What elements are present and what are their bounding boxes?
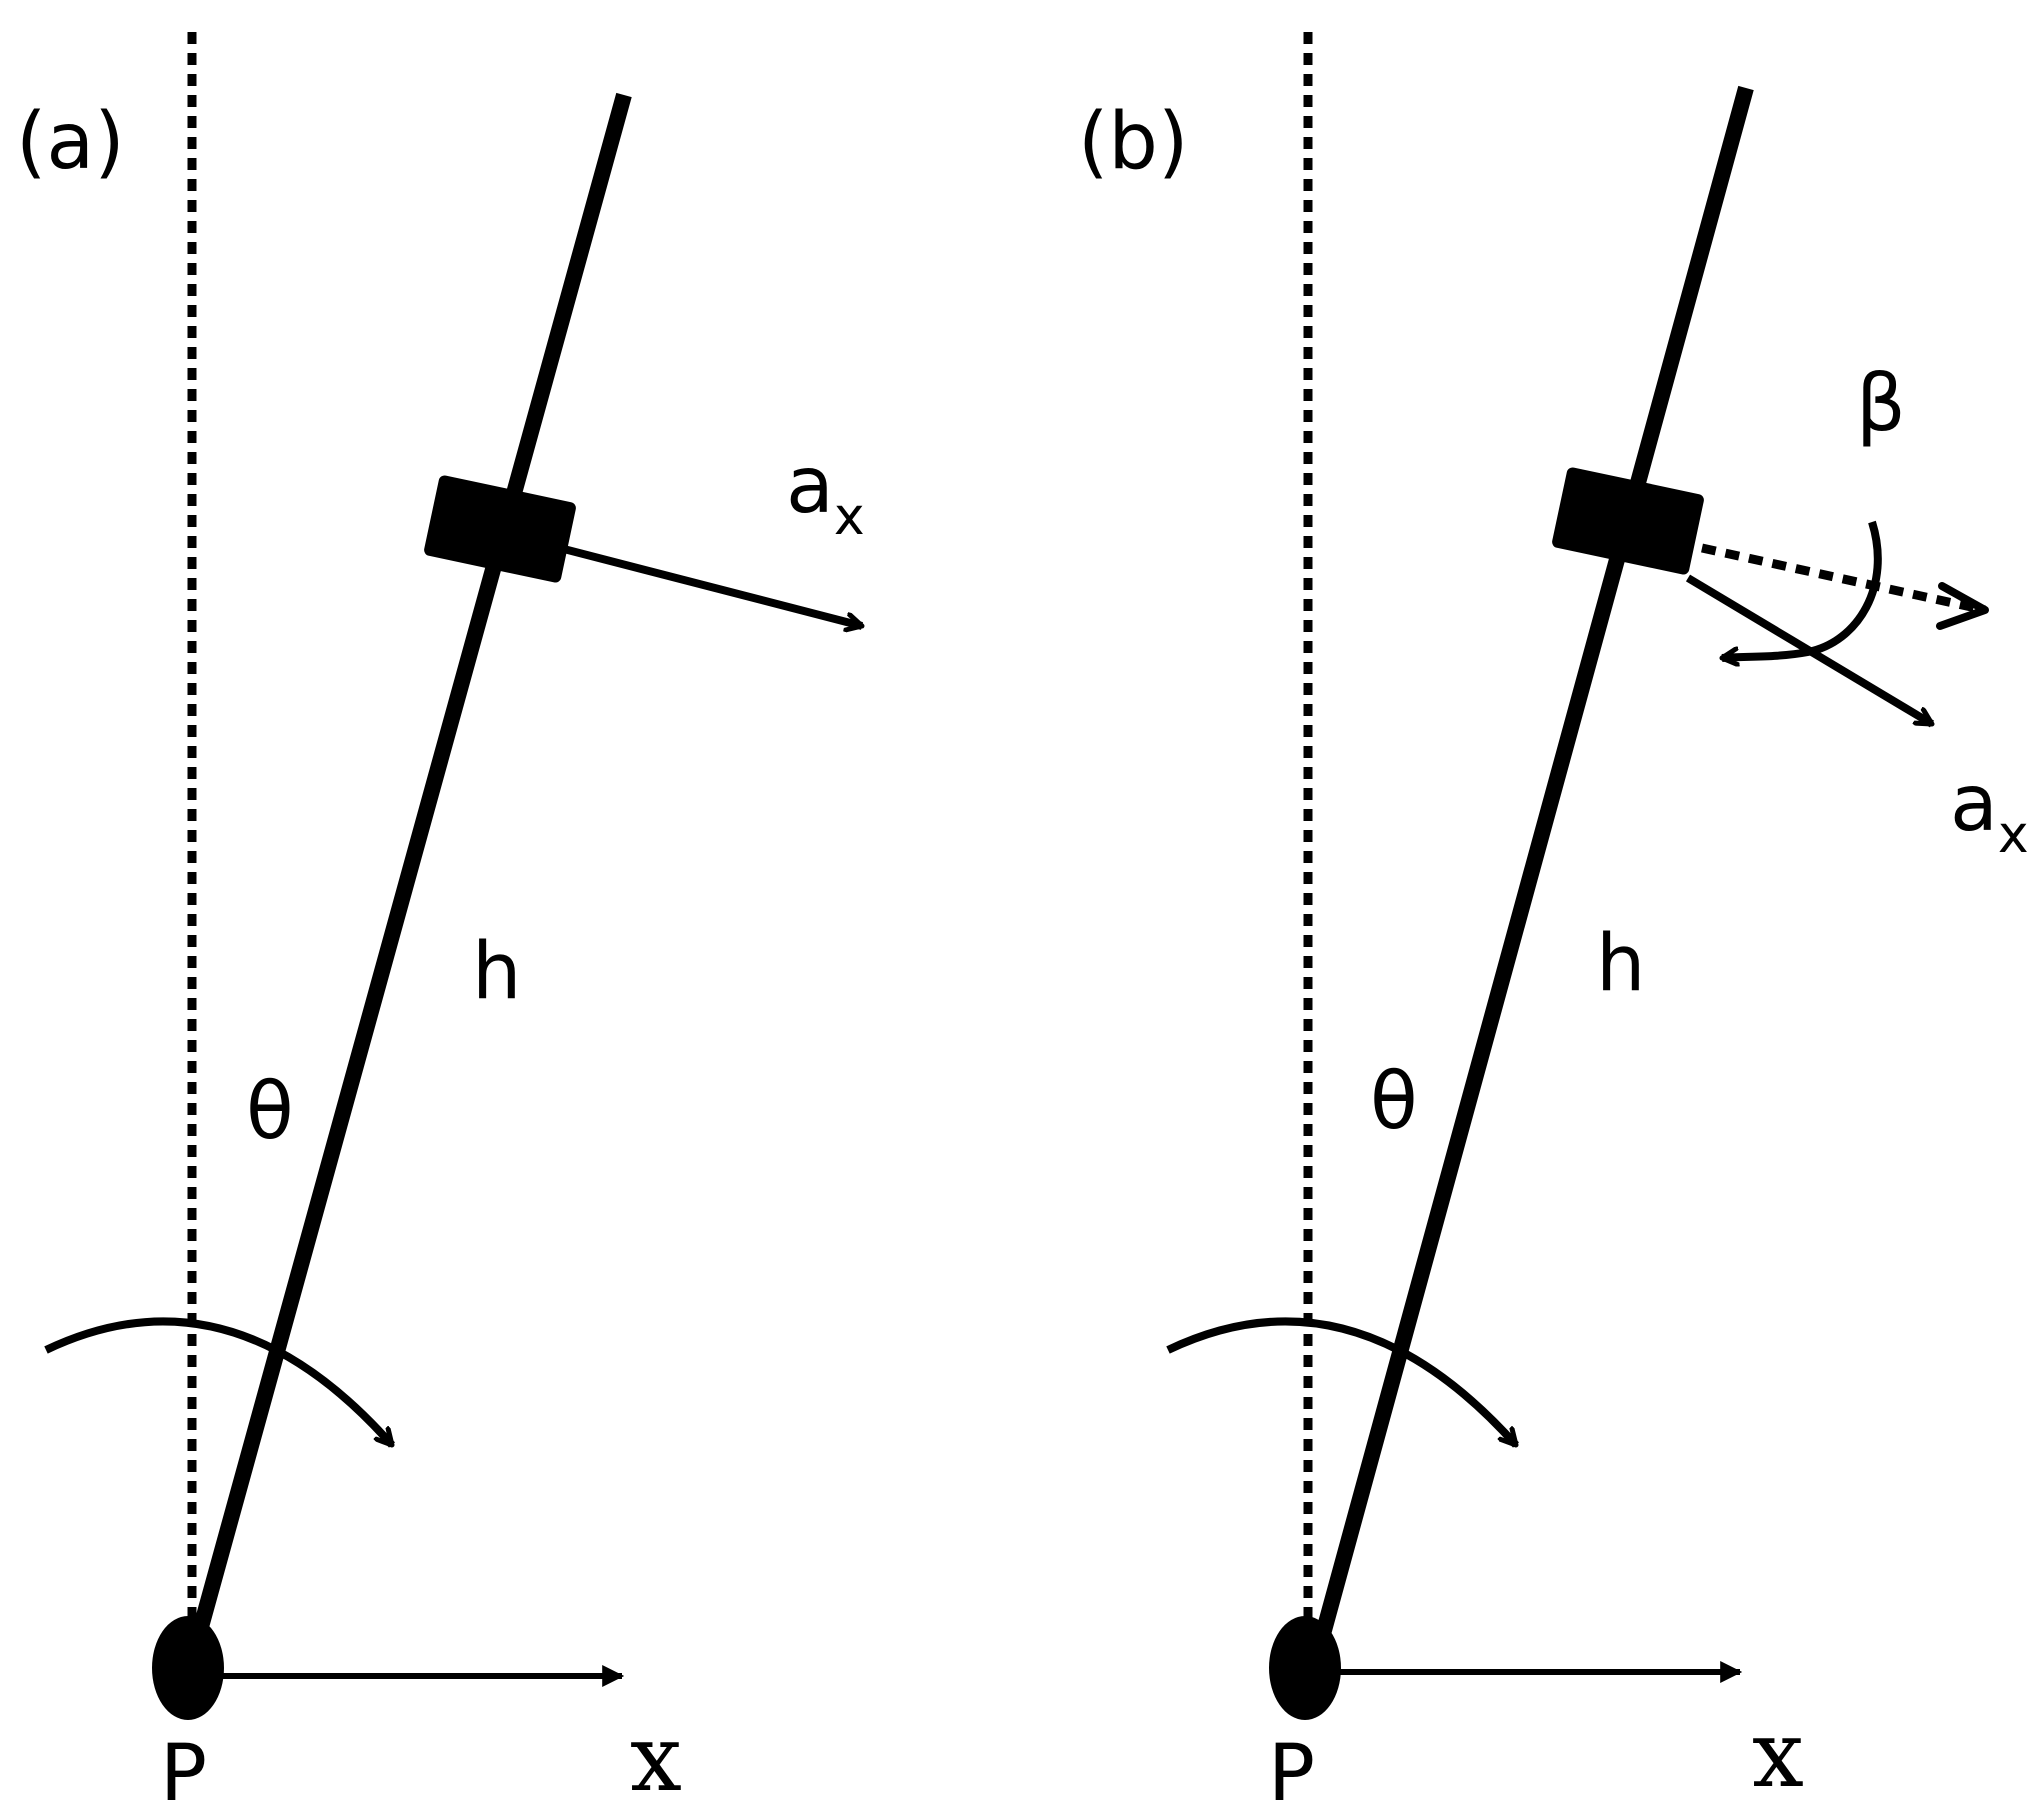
panel-b-pivot-label: P — [1268, 1729, 1315, 1814]
panel-b-angle-label: θ — [1370, 1057, 1418, 1147]
panel-b-accel-label: ax — [1950, 759, 2029, 865]
panel-a-accel-arrow — [558, 544, 862, 626]
panel-a-axis-label: x — [630, 1705, 682, 1812]
panel-b-pivot — [1269, 1616, 1341, 1720]
panel-a-sensor — [424, 475, 576, 583]
panel-b-sensor — [1552, 467, 1704, 575]
panel-a-pivot-label: P — [160, 1729, 207, 1814]
panel-b: (b) ax β h θ P x — [1078, 32, 2029, 1814]
panel-a-angle-label: θ — [246, 1067, 294, 1157]
panel-b-axis-label: x — [1752, 1701, 1804, 1808]
panel-a-accel-label: ax — [786, 441, 865, 547]
panel-b-tilt-angle-label: β — [1856, 359, 1906, 449]
panel-b-length-label: h — [1596, 919, 1645, 1009]
panel-a-rotation-arrow — [44, 1317, 395, 1448]
panel-b-rod — [1312, 85, 1754, 1648]
panel-a-label: (a) — [16, 97, 125, 187]
panel-b-reference-direction-arrow — [1701, 543, 1986, 615]
panel-a-pivot — [152, 1616, 224, 1720]
panel-a: (a) ax h θ P x — [16, 32, 865, 1814]
panel-b-beta-arc — [1722, 520, 1882, 658]
panel-b-reference-arrowhead — [1936, 582, 1989, 630]
panel-a-length-label: h — [472, 927, 521, 1017]
panel-b-label: (b) — [1078, 97, 1188, 187]
panel-b-rotation-arrow — [1166, 1317, 1519, 1448]
panel-a-rod — [188, 92, 632, 1648]
